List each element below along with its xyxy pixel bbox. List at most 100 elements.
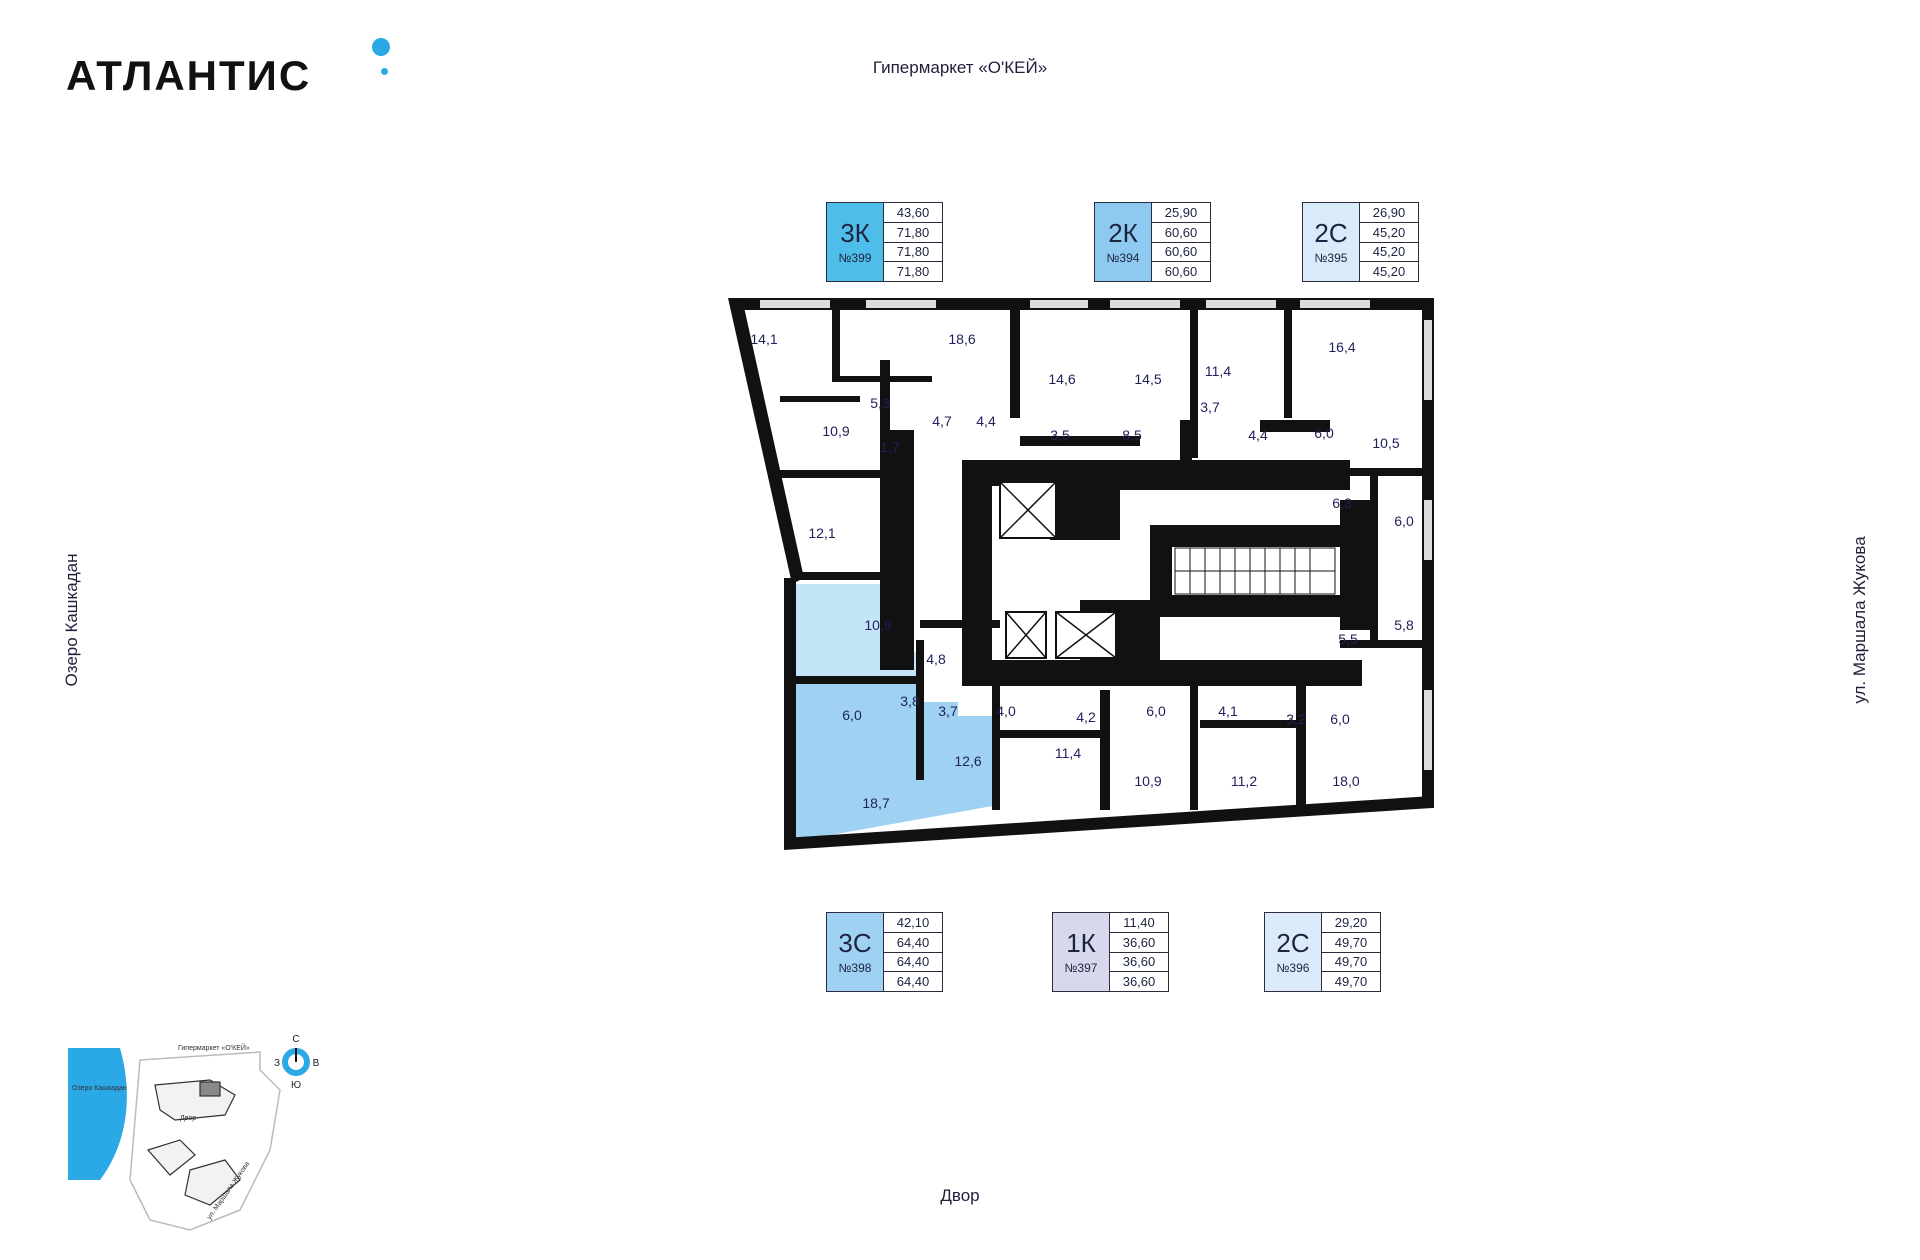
room-area: 6,0 (1146, 703, 1166, 719)
area-value: 49,70 (1322, 953, 1380, 973)
room-area: 3,7 (1200, 399, 1220, 415)
logo-dot-icon (372, 38, 390, 56)
area-value: 26,90 (1360, 203, 1418, 223)
apartment-card-399[interactable]: 3К №399 43,60 71,80 71,80 71,80 (826, 202, 943, 282)
minimap-site-boundary (129, 1051, 281, 1231)
room-area: 3,2 (1286, 711, 1306, 727)
apartment-card-394[interactable]: 2К №394 25,90 60,60 60,60 60,60 (1094, 202, 1211, 282)
room-area: 3,7 (938, 703, 958, 719)
windows (760, 300, 1432, 770)
area-value: 25,90 (1152, 203, 1210, 223)
elevator-marks (999, 481, 1117, 659)
core-walls (890, 420, 1370, 686)
apartment-type-badge: 1К №397 (1052, 912, 1110, 992)
apartment-number: №397 (1064, 961, 1098, 975)
area-value: 64,40 (896, 974, 930, 990)
room-area: 14,6 (1048, 371, 1075, 387)
wall-bottom (784, 796, 1432, 850)
room-area: 10,9 (822, 423, 849, 439)
area-value: 64,40 (884, 933, 942, 953)
area-value: 71,80 (884, 243, 942, 263)
room-area: 14,5 (1134, 371, 1161, 387)
room-area: 18,7 (862, 795, 889, 811)
area-value: 49,70 (1334, 974, 1368, 990)
compass-south: Ю (291, 1080, 301, 1091)
apartment-card-398[interactable]: 3С №398 42,10 64,40 64,40 64,40 (826, 912, 943, 992)
apartment-areas: 25,90 60,60 60,60 60,60 (1152, 202, 1211, 282)
apartment-card-396[interactable]: 2С №396 29,20 49,70 49,70 49,70 (1264, 912, 1381, 992)
apartment-card-395[interactable]: 2С №395 26,90 45,20 45,20 45,20 (1302, 202, 1419, 282)
area-value: 64,40 (884, 953, 942, 973)
compass-north: С (292, 1034, 299, 1045)
minimap-lake (68, 1048, 127, 1180)
apartment-type-badge: 3К №399 (826, 202, 884, 282)
area-value: 45,20 (1360, 243, 1418, 263)
room-area: 4,2 (1076, 709, 1096, 725)
area-value: 60,60 (1164, 264, 1198, 280)
room-area: 5,3 (870, 395, 890, 411)
apartment-areas: 26,90 45,20 45,20 45,20 (1360, 202, 1419, 282)
area-value: 45,20 (1360, 223, 1418, 243)
compass-west: З (274, 1058, 280, 1069)
area-value: 36,60 (1110, 933, 1168, 953)
room-area: 4,1 (1218, 703, 1238, 719)
minimap-top-label: Гипермаркет «О'КЕЙ» (178, 1043, 250, 1052)
room-area: 11,4 (1055, 745, 1081, 761)
room-areas: 14,1 18,6 14,6 14,5 11,4 16,4 5,3 10,9 4… (750, 331, 1414, 811)
area-value: 45,20 (1372, 264, 1406, 280)
area-value: 42,10 (884, 913, 942, 933)
apartment-areas: 43,60 71,80 71,80 71,80 (884, 202, 943, 282)
area-value: 29,20 (1322, 913, 1380, 933)
room-area: 6,0 (842, 707, 862, 723)
room-area: 18,6 (948, 331, 975, 347)
wall-left-lower (784, 578, 796, 844)
minimap-yard-label: Двор (180, 1115, 196, 1122)
apartment-type: 2С (1314, 218, 1348, 248)
room-area: 6,0 (1394, 513, 1414, 529)
stairs (1174, 547, 1336, 595)
apartment-type-badge: 2К №394 (1094, 202, 1152, 282)
room-area: 4,0 (996, 703, 1016, 719)
logo-dot-small-icon (381, 68, 388, 75)
area-value: 71,80 (896, 264, 930, 280)
compass-east: В (313, 1058, 320, 1069)
room-area: 5,8 (1394, 617, 1414, 633)
apartment-type: 2К (1108, 218, 1138, 248)
room-area: 14,1 (750, 331, 777, 347)
room-area: 5,5 (1338, 631, 1358, 647)
interior-walls (772, 298, 1430, 810)
room-area: 4,8 (926, 651, 946, 667)
apartment-areas: 11,40 36,60 36,60 36,60 (1110, 912, 1169, 992)
apartment-number: №395 (1314, 251, 1348, 265)
room-area: 6,3 (1332, 495, 1352, 511)
apartment-number: №399 (838, 251, 872, 265)
apartment-card-397[interactable]: 1К №397 11,40 36,60 36,60 36,60 (1052, 912, 1169, 992)
compass: С Ю З В (274, 1034, 320, 1091)
apartment-type: 3С (838, 928, 872, 958)
room-area: 12,6 (954, 753, 981, 769)
room-area: 12,1 (808, 525, 835, 541)
room-area: 10,9 (1134, 773, 1161, 789)
room-area: 11,2 (1231, 773, 1257, 789)
site-minimap: Гипермаркет «О'КЕЙ» Озеро Кашкадан Двор … (68, 1034, 320, 1231)
room-area: 10,5 (1372, 435, 1399, 451)
apartment-type: 2С (1276, 928, 1310, 958)
apartment-type: 3К (840, 218, 870, 248)
room-area: 4,4 (976, 413, 996, 429)
apartment-type-badge: 2С №396 (1264, 912, 1322, 992)
room-area: 3,5 (1050, 427, 1070, 443)
area-value: 49,70 (1322, 933, 1380, 953)
wall-left-diagonal (728, 298, 804, 584)
apartment-number: №396 (1276, 961, 1310, 975)
area-value: 43,60 (884, 203, 942, 223)
room-area: 10,8 (864, 617, 891, 633)
minimap-buildings (146, 1079, 241, 1206)
room-area: 3,8 (900, 693, 920, 709)
apartment-type-badge: 2С №395 (1302, 202, 1360, 282)
area-value: 36,60 (1110, 953, 1168, 973)
room-area: 4,7 (932, 413, 952, 429)
room-area: 11,4 (1205, 363, 1231, 379)
area-value: 60,60 (1152, 243, 1210, 263)
apartment-areas: 29,20 49,70 49,70 49,70 (1322, 912, 1381, 992)
room-area: 8,5 (1122, 427, 1142, 443)
